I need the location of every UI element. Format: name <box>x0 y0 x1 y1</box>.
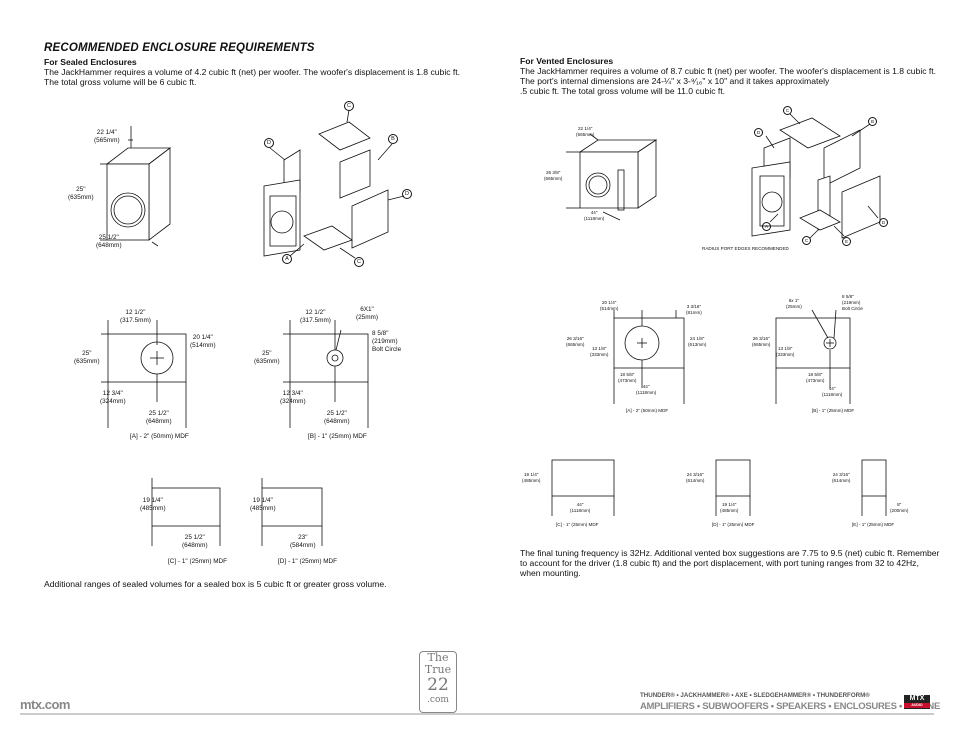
vented-b-bottom: 18 5/8"(473mm) <box>806 372 825 383</box>
sealed-b-depth: 25 1/2"(648mm) <box>324 410 350 425</box>
callout-d-left: D <box>264 138 274 148</box>
sealed-b-height: 25"(635mm) <box>254 350 280 365</box>
sealed-note: Additional ranges of sealed volumes for … <box>44 579 387 589</box>
vented-b-bolt: 6x 1"(25mm) <box>786 298 802 309</box>
callout-a: A <box>282 254 292 264</box>
sealed-c-caption: [C] - 1" (25mm) MDF <box>168 558 228 565</box>
sealed-b-circle: 8 5/8"(219mm)Bolt Circle <box>372 330 402 353</box>
vented-d-caption: [D] - 1" (25mm) MDF <box>712 522 755 527</box>
sealed-box-height: 25"(635mm) <box>68 186 94 201</box>
vented-exploded-drawing <box>751 113 881 239</box>
vented-text-line2: The port's internal dimensions are 24-¼"… <box>520 76 830 86</box>
v-callout-d2: D <box>879 218 888 227</box>
vented-a-left: 26 3/16"(665mm) <box>566 336 585 347</box>
vented-b-circle: 8 5/8"(219mm)Bolt Circle <box>842 294 863 311</box>
vented-e-caption: [E] - 1" (25mm) MDF <box>852 522 895 527</box>
vented-a-depth: 44"(1118mm) <box>636 384 657 395</box>
vented-a-caption: [A] - 2" (50mm) MDF <box>626 408 669 413</box>
sealed-a-height: 25"(635mm) <box>74 350 100 365</box>
vented-d-height: 24 3/16"(614mm) <box>686 472 705 483</box>
vented-box-width: 22 1/4"(565mm) <box>576 126 595 137</box>
v-callout-b: B <box>868 117 877 126</box>
vented-text-line1: The JackHammer requires a volume of 8.7 … <box>520 66 937 76</box>
sealed-exploded-drawing <box>263 109 405 259</box>
sealed-d-caption: [D] - 1" (25mm) MDF <box>278 558 338 565</box>
vented-a-right2: 24 1/8"(613mm) <box>688 336 707 347</box>
mtx-logo: MTX AUDIO <box>904 695 930 709</box>
vented-c-height: 19 1/4"(485mm) <box>522 472 541 483</box>
footer-url-link[interactable]: mtx.com <box>20 697 70 712</box>
vented-b-left: 26 3/16"(665mm) <box>752 336 771 347</box>
vented-a-right1: 3 3/16"(81mm) <box>686 304 702 315</box>
vented-panel-e <box>861 459 887 516</box>
vented-c-width: 44"(1118mm) <box>570 502 591 513</box>
page-title: RECOMMENDED ENCLOSURE REQUIREMENTS <box>44 42 315 54</box>
v-callout-c: C <box>783 106 792 115</box>
callout-c-bottom: C <box>354 257 364 267</box>
vented-e-height: 24 3/16"(614mm) <box>832 472 851 483</box>
vented-subtitle: For Vented Enclosures <box>520 56 614 66</box>
vented-a-bottom: 18 5/8"(473mm) <box>618 372 637 383</box>
vented-b-caption: [B] - 1" (25mm) MDF <box>812 408 855 413</box>
vented-c-caption: [C] - 1" (25mm) MDF <box>556 522 599 527</box>
v-callout-a: A <box>762 222 771 231</box>
callout-b: B <box>388 134 398 144</box>
sealed-c-width: 25 1/2"(648mm) <box>182 534 208 549</box>
sealed-c-height: 19 1/4"(485mm) <box>140 497 166 512</box>
radius-note: RADIUS PORT EDGES RECOMMENDED <box>702 246 789 251</box>
vented-note-line2: to account for the driver (1.8 cubic ft)… <box>520 558 919 568</box>
footer-products-line2: AMPLIFIERS • SUBWOOFERS • SPEAKERS • ENC… <box>640 701 941 712</box>
sealed-b-bolt: 6X1"(25mm) <box>356 306 379 321</box>
vented-b-depth: 44"(1118mm) <box>822 386 843 397</box>
vented-note-line3: when mounting. <box>520 568 581 578</box>
sealed-a-radius: 20 1/4"(514mm) <box>190 334 216 349</box>
sealed-text-line1: The JackHammer requires a volume of 4.2 … <box>44 67 461 77</box>
sealed-panel-a <box>101 320 187 428</box>
vented-text-line3: .5 cubic ft. The total gross volume will… <box>520 86 726 96</box>
callout-d-right: D <box>402 189 412 199</box>
v-callout-c2: C <box>802 236 811 245</box>
sealed-box-depth: 25 1/2"(648mm) <box>96 234 122 249</box>
vented-a-top: 20 1/4"(514mm) <box>600 300 619 311</box>
vented-box-depth: 44"(1118mm) <box>584 210 605 221</box>
v-callout-d: D <box>754 128 763 137</box>
sealed-a-caption: [A] - 2" (50mm) MDF <box>130 433 189 440</box>
vented-note-line1: The final tuning frequency is 32Hz. Addi… <box>520 548 940 558</box>
sealed-box-width: 22 1/4"(565mm) <box>94 129 120 144</box>
sealed-b-caption: [B] - 1" (25mm) MDF <box>308 433 367 440</box>
vented-e-width: 8"(200mm) <box>890 502 909 513</box>
sealed-text-line2: The total gross volume will be 6 cubic f… <box>44 77 197 87</box>
sealed-a-bottom: 12 3/4"(324mm) <box>100 390 126 405</box>
sealed-subtitle: For Sealed Enclosures <box>44 57 137 67</box>
sealed-d-width: 23"(584mm) <box>290 534 316 549</box>
v-callout-e: E <box>842 237 851 246</box>
callout-c-top: C <box>344 101 354 111</box>
vented-box-height: 26 3/8"(665mm) <box>544 170 563 181</box>
sealed-a-width: 12 1/2"(317.5mm) <box>120 309 151 324</box>
vented-d-width: 19 1/4"(485mm) <box>720 502 739 513</box>
true22-logo: The True 22 .com <box>419 651 457 713</box>
vented-box-drawing <box>566 133 658 221</box>
vented-b-mid: 13 1/8"(333mm) <box>776 346 795 357</box>
sealed-d-height: 19 1/4"(485mm) <box>250 497 276 512</box>
sealed-b-bottom: 12 3/4"(324mm) <box>280 390 306 405</box>
vented-a-mid: 13 1/8"(333mm) <box>590 346 609 357</box>
sealed-a-depth: 25 1/2"(648mm) <box>146 410 172 425</box>
footer-products-line1: THUNDER® • JACKHAMMER® • AXE • SLEDGEHAM… <box>640 692 870 699</box>
sealed-b-width: 12 1/2"(317.5mm) <box>300 309 331 324</box>
